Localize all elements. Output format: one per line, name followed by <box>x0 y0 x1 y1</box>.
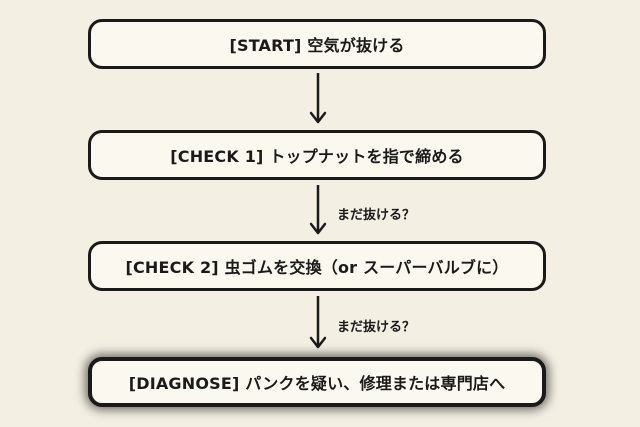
flow-node-diagnose: [DIAGNOSE] パンクを疑い、修理または専門店へ <box>88 357 546 407</box>
flow-node-check2-label: [CHECK 2] 虫ゴムを交換（or スーパーバルブに） <box>125 258 509 277</box>
edge-label-still-leaking: まだ抜ける？ <box>337 208 416 223</box>
edge-label-still-leaking-2: まだ抜ける？ <box>337 320 416 335</box>
flow-node-check2: [CHECK 2] 虫ゴムを交換（or スーパーバルブに） <box>88 241 546 291</box>
flow-node-diagnose-label: [DIAGNOSE] パンクを疑い、修理または専門店へ <box>128 374 506 393</box>
arrow-check1-to-check2 <box>309 185 327 235</box>
flow-node-check1-label: [CHECK 1] トップナットを指で締める <box>170 147 464 166</box>
flow-node-check1: [CHECK 1] トップナットを指で締める <box>88 130 546 180</box>
arrow-start-to-check1 <box>309 73 327 124</box>
flow-node-start: [START] 空気が抜ける <box>88 19 546 69</box>
arrow-check2-to-diagnose <box>309 296 327 349</box>
flow-node-start-label: [START] 空気が抜ける <box>229 36 405 55</box>
